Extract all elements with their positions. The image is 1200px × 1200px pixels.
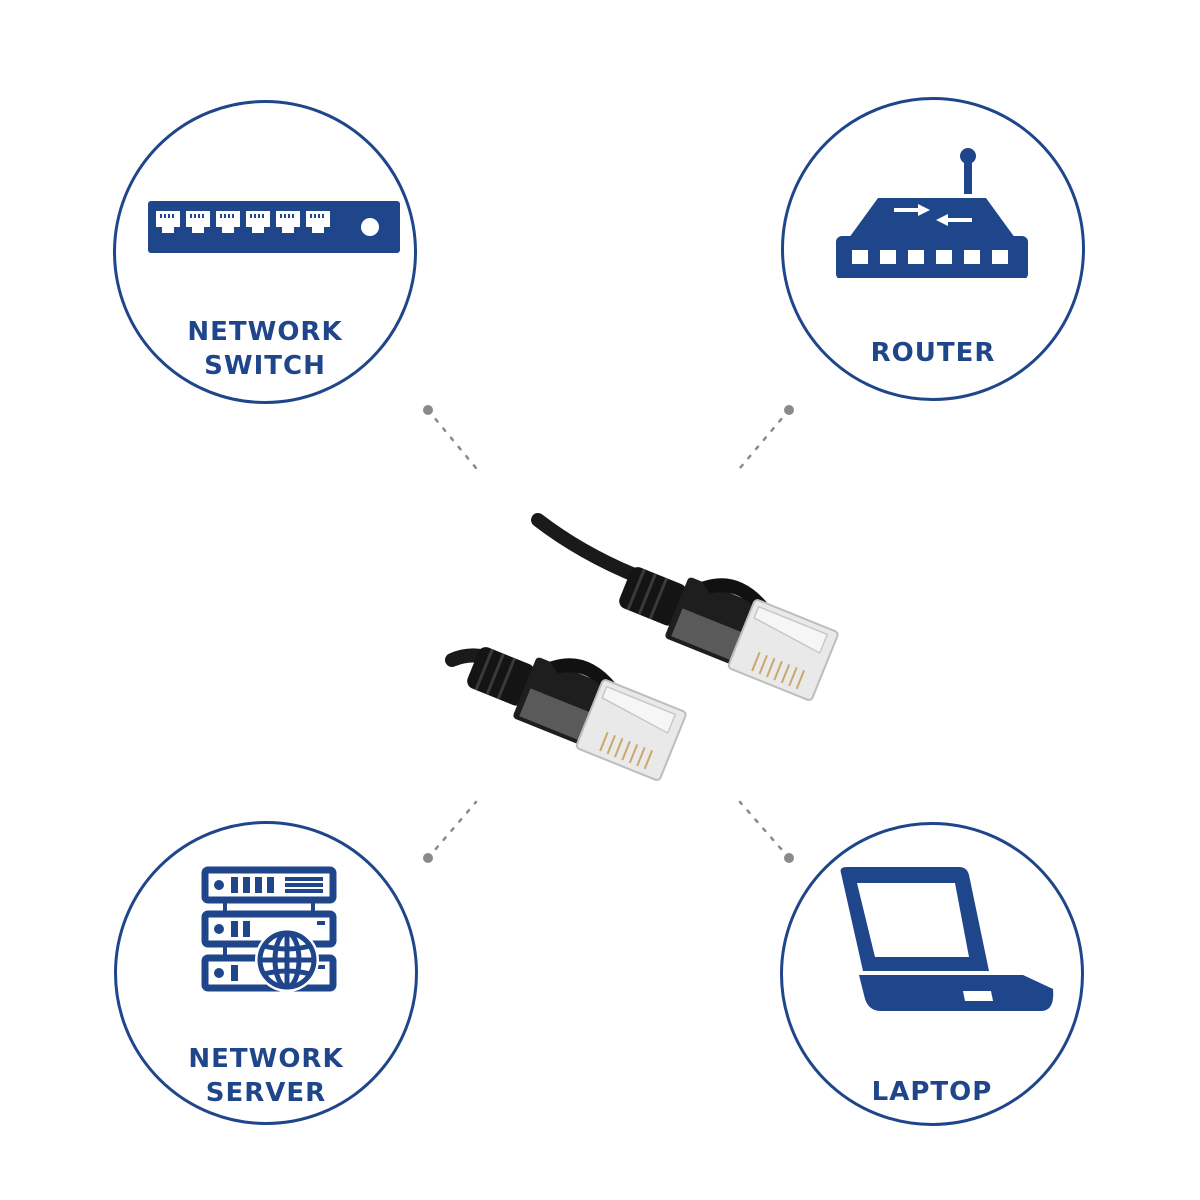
connector-laptop — [738, 800, 791, 860]
network-switch-icon — [148, 201, 400, 253]
network-switch-label-line2: SWITCH — [204, 351, 326, 381]
connector-router — [738, 408, 791, 470]
laptop-label: LAPTOP — [871, 1077, 993, 1107]
connector-dot-laptop — [784, 853, 794, 863]
network-switch-label: NETWORK SWITCH — [116, 315, 414, 383]
laptop-card: LAPTOP — [780, 822, 1084, 1126]
router-icon — [836, 148, 1028, 278]
laptop-icon — [840, 867, 1054, 1011]
ethernet-cable-icon — [445, 513, 839, 782]
network-server-label-line1: NETWORK — [188, 1044, 344, 1074]
server-rack-icon — [201, 866, 337, 992]
connector-switch — [426, 408, 478, 470]
connector-dot-router — [784, 405, 794, 415]
network-switch-card: NETWORK SWITCH — [113, 100, 417, 404]
network-server-label: NETWORK SERVER — [117, 1042, 415, 1110]
connector-server — [426, 800, 478, 860]
router-card: ROUTER — [781, 97, 1085, 401]
connector-dot-switch — [423, 405, 433, 415]
network-server-label-line2: SERVER — [205, 1078, 327, 1108]
network-switch-label-line1: NETWORK — [187, 317, 343, 347]
network-server-card: NETWORK SERVER — [114, 821, 418, 1125]
connector-dot-server — [423, 853, 433, 863]
router-label: ROUTER — [870, 338, 996, 368]
